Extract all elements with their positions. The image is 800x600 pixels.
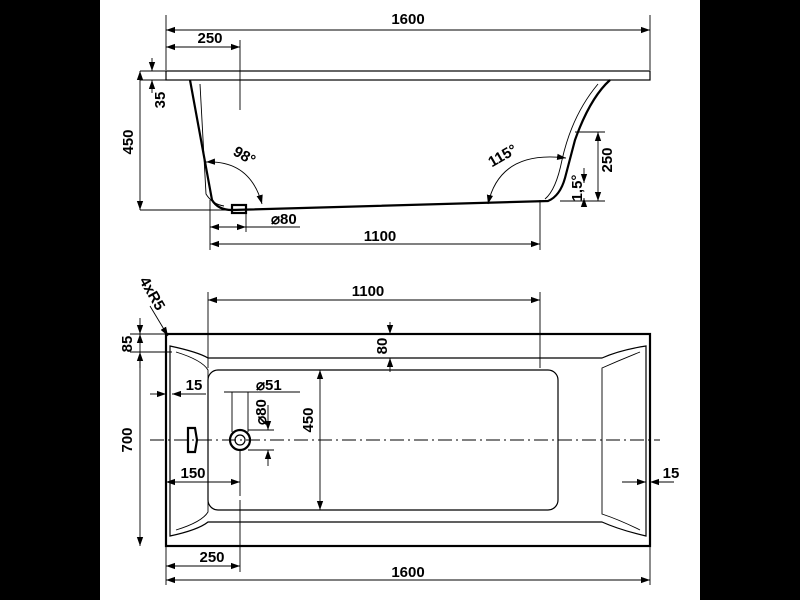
top-shade-right (601, 351, 641, 531)
dim-side-overall-length: 1600 (391, 11, 424, 28)
dim-top-inner-offset: 80 (374, 338, 391, 355)
side-view: 1600 250 35 450 98° 115° 250 1,5° (120, 11, 651, 250)
overflow-outlet (186, 426, 199, 454)
side-drain-outlet (230, 203, 248, 215)
dim-top-drain-diameter: ⌀80 (253, 399, 270, 425)
dim-side-floor-slope: 1,5° (569, 175, 586, 202)
side-inner-line-left (199, 83, 225, 207)
dim-top-inner-length: 1100 (352, 283, 385, 300)
dim-angle-right: 115° (485, 141, 520, 171)
dim-top-floor-width: 450 (300, 407, 317, 432)
angle-arc-right (486, 153, 567, 205)
angle-arc-left (205, 158, 263, 205)
dim-side-drain-diameter: ⌀80 (271, 211, 297, 228)
top-inner-basin (169, 345, 647, 537)
dim-side-floor-length: 1100 (364, 228, 397, 245)
dim-side-rim-offset: 250 (197, 30, 222, 47)
side-rim (165, 70, 651, 81)
dim-top-overflow-diameter: ⌀51 (256, 377, 282, 394)
dim-top-rim-side: 15 (186, 377, 203, 394)
dim-angle-left: 98° (230, 143, 258, 169)
drain-inner-ring (234, 434, 246, 446)
dim-top-drain-offset: 150 (180, 465, 205, 482)
dim-side-backrest-height: 250 (599, 147, 616, 172)
dim-side-depth: 450 (120, 129, 137, 154)
top-view: 4xR5 1100 85 80 700 15 ⌀51 ⌀80 (119, 274, 679, 585)
dim-top-rim-side-right: 15 (663, 465, 680, 482)
dim-top-rim-width: 85 (119, 336, 136, 353)
dim-top-overall-length: 1600 (391, 564, 424, 581)
side-tub-outline (188, 79, 611, 212)
dim-top-corner-radius: 4xR5 (136, 274, 169, 314)
dim-side-rim-thickness: 35 (152, 92, 169, 109)
dim-top-width: 700 (119, 427, 136, 452)
dim-top-drain-position: 250 (199, 549, 224, 566)
